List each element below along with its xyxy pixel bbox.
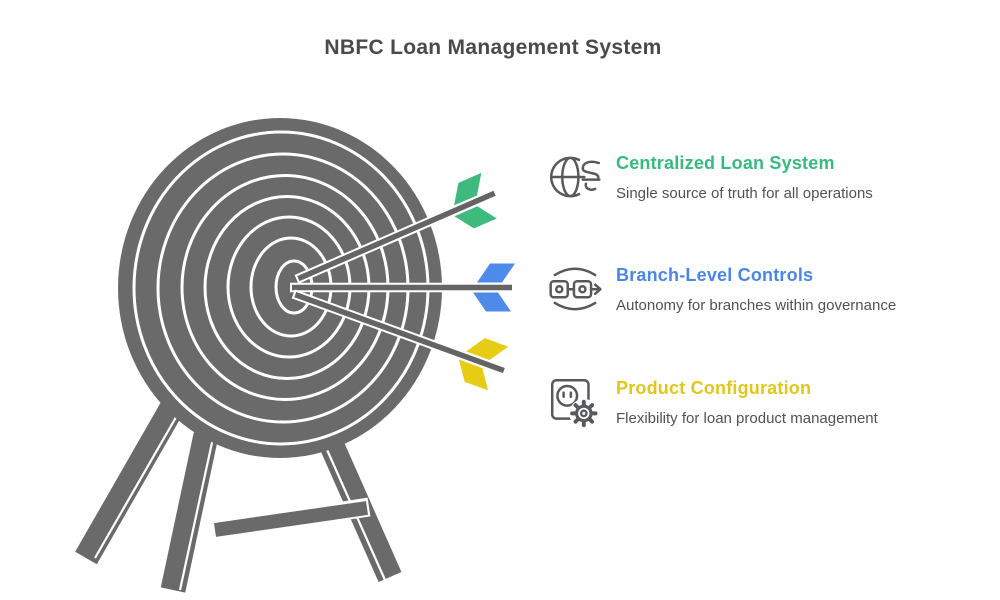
- green-fletching: [454, 172, 482, 206]
- feature-centralized-loan-system: Centralized Loan System Single source of…: [546, 148, 873, 206]
- feature-product-configuration: Product Configuration Flexibility for lo…: [546, 373, 878, 431]
- target-illustration: [75, 118, 515, 593]
- feature-heading: Product Configuration: [616, 377, 812, 398]
- feature-description: Autonomy for branches within governance: [616, 296, 897, 314]
- arrow-yellow: [291, 289, 509, 391]
- feature-description: Single source of truth for all operation…: [616, 184, 873, 202]
- arrow-green: [294, 172, 499, 284]
- plug-gear-icon: [550, 379, 599, 428]
- page-title: NBFC Loan Management System: [324, 36, 662, 59]
- feature-heading: Centralized Loan System: [616, 152, 835, 173]
- yellow-fletching: [466, 338, 509, 361]
- target-stand: [75, 401, 402, 593]
- globe-currency-icon: [549, 156, 601, 198]
- feature-heading: Branch-Level Controls: [616, 264, 814, 285]
- feature-description: Flexibility for loan product management: [616, 409, 878, 427]
- target-rings: [118, 118, 442, 458]
- workflow-modules-icon: [549, 267, 602, 311]
- arrow-blue: [290, 263, 515, 312]
- feature-branch-level-controls: Branch-Level Controls Autonomy for branc…: [546, 260, 896, 318]
- blue-fletching: [477, 263, 515, 283]
